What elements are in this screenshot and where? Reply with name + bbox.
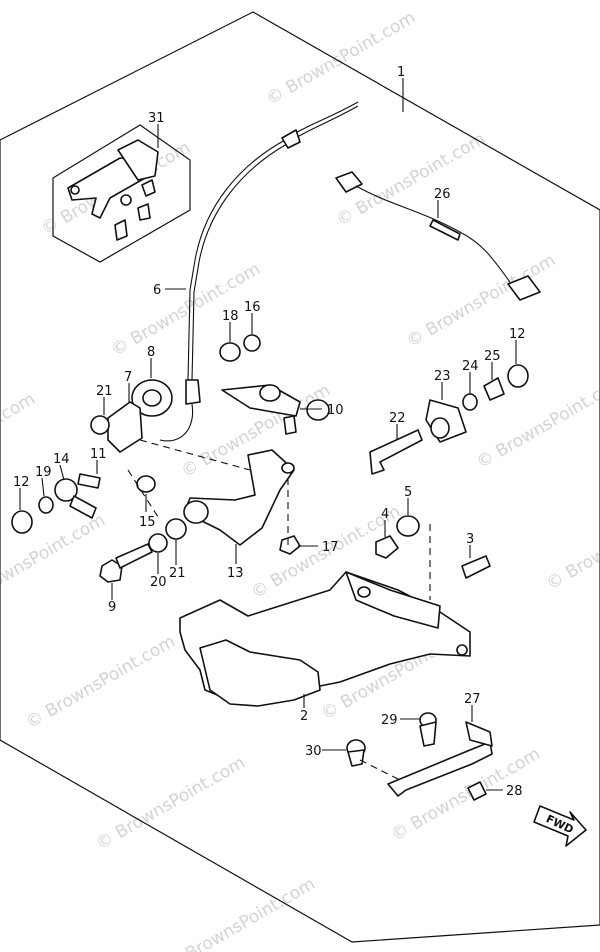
- watermark: © BrownsPoint.com: [93, 753, 249, 855]
- callout-16: 16: [244, 300, 261, 315]
- callout-7: 7: [124, 370, 132, 385]
- callout-1: 1: [397, 65, 405, 80]
- callout-28: 28: [506, 784, 523, 799]
- callout-9: 9: [108, 600, 116, 615]
- part-31-bracket: [67, 139, 159, 241]
- callout-22: 22: [389, 411, 406, 426]
- part-9-bolt: [99, 543, 153, 583]
- assembly-frame: [0, 11, 600, 943]
- part-28-bolt: [467, 781, 487, 801]
- callout-3: 3: [466, 532, 474, 547]
- part-24-washer: [462, 393, 478, 411]
- callout-20: 20: [150, 575, 167, 590]
- callout-21a: 21: [96, 384, 113, 399]
- callout-30: 30: [305, 744, 322, 759]
- part-23-bushing: [425, 399, 467, 443]
- watermark: © BrownsPoint.com: [163, 874, 319, 952]
- part-6-cable: [159, 101, 359, 442]
- callout-12: 12: [509, 327, 526, 342]
- callout-2: 2: [300, 709, 308, 724]
- part-19-washer: [38, 496, 54, 514]
- part-11-pin: [77, 473, 101, 489]
- part-16-bushing: [243, 334, 261, 352]
- callout-11: 11: [90, 447, 107, 462]
- part-10-holder: [221, 384, 330, 435]
- part-21-washer: [165, 518, 187, 540]
- group-31-box: [52, 124, 191, 263]
- watermark: © BrownsPoint.com: [108, 259, 264, 361]
- part-3-stud: [461, 555, 491, 579]
- callout-21b: 21: [169, 566, 186, 581]
- callout-19: 19: [35, 465, 52, 480]
- callout-6: 6: [153, 283, 161, 298]
- part-12-ring: [11, 510, 33, 534]
- part-26-harness: [335, 171, 541, 301]
- callout-24: 24: [462, 359, 479, 374]
- part-25-collar: [483, 377, 505, 401]
- callout-18: 18: [222, 309, 239, 324]
- callout-29: 29: [381, 713, 398, 728]
- callout-13: 13: [227, 566, 244, 581]
- part-2-main-bracket: [179, 571, 471, 707]
- part-7-bracket: [90, 401, 143, 453]
- watermark: © BrownsPoint.com: [23, 631, 179, 733]
- part-15-collar: [136, 475, 156, 493]
- callout-23: 23: [434, 369, 451, 384]
- part-4-nut: [375, 535, 399, 559]
- callout-26: 26: [434, 187, 451, 202]
- callout-25: 25: [484, 349, 501, 364]
- watermark: © BrownsPoint.com: [543, 493, 600, 595]
- part-14-rod-end: [54, 478, 97, 519]
- callout-14: 14: [53, 452, 70, 467]
- part-27-bracket: [387, 721, 493, 797]
- part-29-clip: [419, 712, 437, 747]
- part-12-ring-right: [507, 364, 529, 388]
- callout-27: 27: [464, 692, 481, 707]
- callout-5: 5: [404, 485, 412, 500]
- part-18-washer: [219, 342, 241, 362]
- fwd-arrow: FWD: [533, 805, 587, 847]
- assembly-line: [359, 759, 401, 781]
- part-13-arm: [183, 449, 295, 546]
- leader-lines: [19, 78, 517, 791]
- callout-4: 4: [381, 507, 389, 522]
- part-30-clip: [346, 739, 366, 767]
- callout-17: 17: [322, 540, 339, 555]
- watermark: © BrownsPoint.com: [263, 8, 419, 110]
- part-20-washer: [148, 533, 168, 553]
- callout-labels: 1 31 26 6 18 16 12 8 25 24 7 23 21 10 22…: [13, 65, 526, 799]
- callout-8: 8: [147, 345, 155, 360]
- watermark: © BrownsPoint.com: [403, 250, 559, 352]
- callout-15: 15: [139, 515, 156, 530]
- part-17-nut: [279, 535, 301, 555]
- assembly-line: [127, 469, 161, 521]
- callout-12b: 12: [13, 475, 30, 490]
- callout-31: 31: [148, 111, 165, 126]
- part-5-washer: [396, 515, 420, 537]
- callout-10: 10: [327, 403, 344, 418]
- part-8-grommet: [131, 379, 173, 417]
- part-22-bolt: [369, 429, 423, 475]
